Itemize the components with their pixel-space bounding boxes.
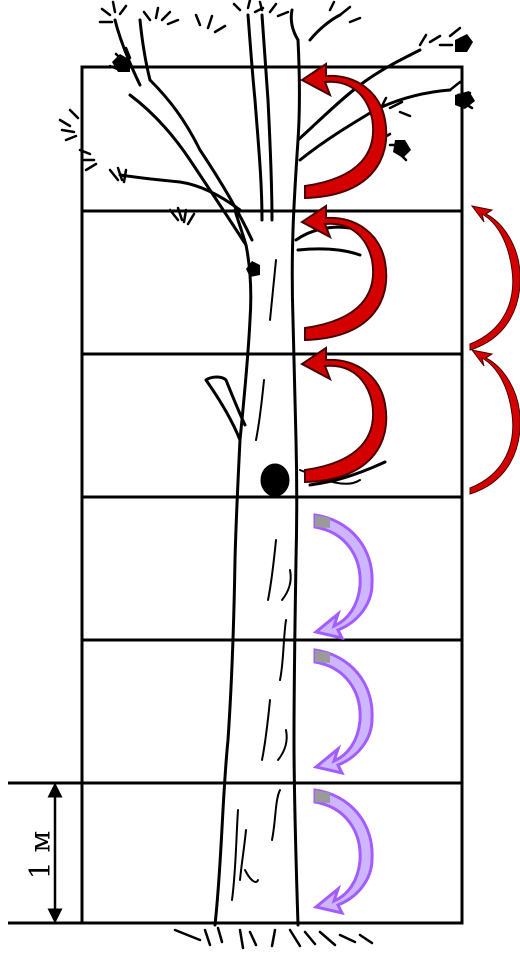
trunk-right-edge [292,40,299,925]
branch-stub-left [206,377,245,440]
tree [60,0,475,948]
branch-top-left [115,20,150,85]
scale-label: 1 м [24,831,57,880]
down-arrow-3 [315,790,372,913]
up-arrow-thin-2 [470,350,520,494]
up-arrow-thin-1 [470,206,520,350]
branch-upper-left-2 [120,175,240,210]
up-arrow-big-3 [302,348,386,482]
scale-bar: 1 м [24,790,57,916]
down-arrow-1 [315,515,372,638]
up-arrows-thin [470,206,520,494]
foliage-tufts [60,0,472,224]
down-arrows [315,515,372,913]
branch-top-right [291,10,340,40]
down-arrow-2 [315,650,372,773]
bark-texture [232,260,291,900]
trunk-knot [261,464,289,496]
trunk-left-edge [215,210,251,925]
measurement-grid [8,67,462,923]
up-arrows-big [302,64,386,482]
tree-roots [175,928,372,948]
up-arrow-big-2 [302,206,386,340]
up-arrow-big-1 [302,64,386,198]
branch-upper-center [248,15,272,220]
